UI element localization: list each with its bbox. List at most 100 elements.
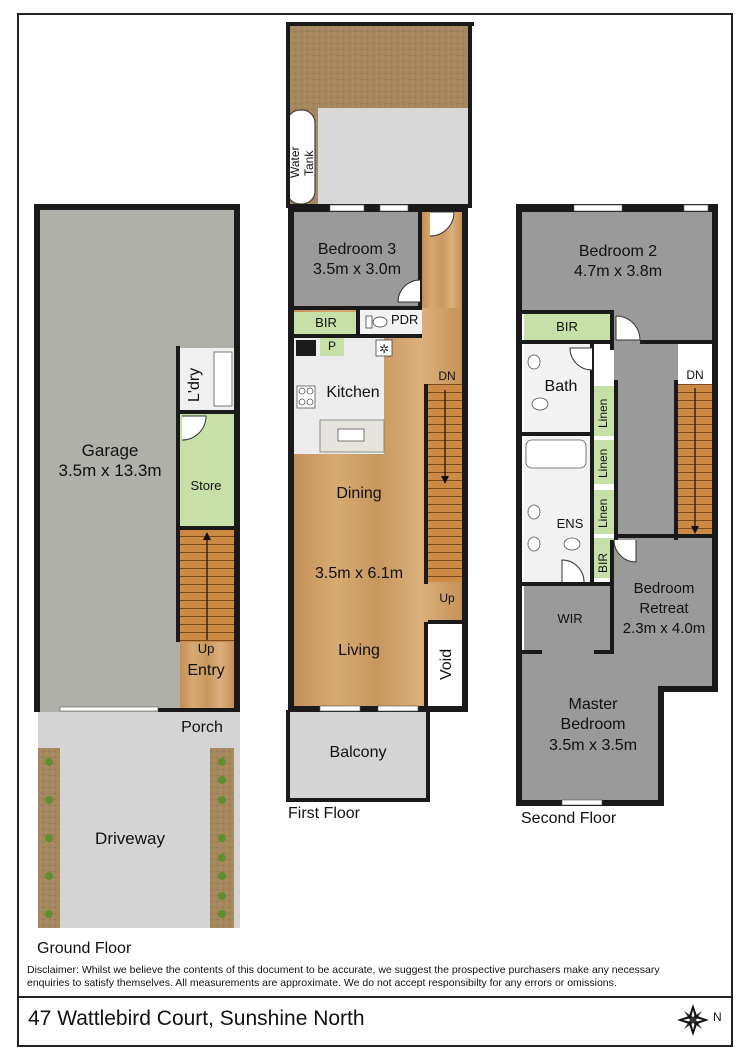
wall [288,204,294,710]
ens-door-swing [561,559,585,583]
living-size: 3.5m x 6.1m [314,565,404,582]
retreat-label-2: Retreat [639,600,689,617]
wall [426,710,430,802]
second-stairs-arrowhead [691,526,699,534]
second-bir-label: BIR [556,319,578,334]
water-tank-label-1: Water [288,146,302,178]
wall [712,204,718,692]
master-window [561,799,603,806]
living-window [377,705,419,712]
toilet-icon [531,397,549,411]
disclaimer-text: Disclaimer: Whilst we believe the conten… [27,964,660,989]
bedroom3-window [379,204,409,212]
second-bir-area [524,314,610,340]
stovetop-burners-icon [298,387,314,406]
bedroom3-window [329,204,365,212]
laundry-label: L'dry [186,367,203,402]
wall [286,22,290,208]
basin-icon: ✲ [375,339,393,357]
living-window [319,705,361,712]
wir-area [524,586,610,652]
first-walls [286,22,474,802]
page-frame [17,13,733,1047]
svg-text:✲: ✲ [379,342,389,356]
linen-cupboard [594,490,614,534]
wall [594,650,614,654]
balcony-area [290,712,428,800]
garage-label: Garage [81,441,139,460]
basin-icon [527,354,541,370]
ground-floor [34,204,240,928]
compass-north-label: N [713,1010,722,1024]
living-label: Living [338,642,380,659]
linen-label-1: Linen [596,398,610,428]
dining-label: Dining [336,485,382,502]
wall [610,310,614,350]
bedroom3-door-swing [397,279,421,303]
wall [614,380,618,540]
shrub [45,834,53,842]
hallway [614,342,678,538]
wall [176,410,236,414]
stovetop [296,385,316,409]
wall [658,686,664,806]
bir-area [294,312,356,336]
wall [286,22,474,26]
store-door-swing [181,415,207,441]
driveway-area [38,712,240,928]
first-stairs-up-label: Up [439,591,455,605]
small-bir [594,538,614,578]
porch-label: Porch [181,719,223,736]
first-bir-label: BIR [315,315,337,330]
bath-door-swing [569,347,593,371]
ground-stairs-label: Up [197,641,215,656]
linen-label-3: Linen [596,498,610,528]
hall-door-swing [429,211,455,237]
wall [590,344,594,584]
master-area [520,652,662,802]
driveway-label: Driveway [95,829,165,848]
laundry-bench [213,351,233,407]
entry-label: Entry [187,662,225,679]
wall [610,540,614,652]
bath-label: Bath [544,378,578,395]
wall [286,798,430,802]
master-label-1: Master [568,696,618,713]
wall [176,346,180,642]
ground-stairs-arrowhead [203,532,211,540]
wall [662,686,718,692]
ens-label: ENS [556,516,584,531]
wall [522,340,614,344]
bath-fixtures [527,354,581,552]
wall [356,308,360,336]
water-tank-label-2: Tank [302,150,316,176]
garage-size: 3.5m x 13.3m [58,461,162,480]
pantry-label: P [327,339,337,353]
bedroom3-label: Bedroom 3 [317,241,397,258]
wall [640,340,718,344]
pdr-label: PDR [391,312,419,327]
retreat-size: 2.3m x 4.0m [622,620,706,637]
wall [158,708,240,712]
first-floor: ✲ [286,22,474,802]
balcony-label: Balcony [329,744,387,761]
right-shrubs [218,758,226,918]
wall [614,534,712,538]
wall [286,710,290,802]
shrub [218,872,226,880]
left-shrubs [45,758,53,918]
footer-divider [17,996,733,998]
rear-courtyard [318,108,470,208]
shrub [218,854,226,862]
bedroom2-window [573,204,623,212]
entry-area [180,642,234,712]
wir-label: WIR [557,611,583,626]
wall [516,204,522,806]
kitchen-label: Kitchen [326,384,380,401]
first-floor-title: First Floor [288,805,360,822]
bedroom2-size: 4.7m x 3.8m [573,263,663,280]
shrub [45,796,53,804]
bedroom2-window [683,204,709,212]
shrub [218,834,226,842]
wall [522,432,594,436]
